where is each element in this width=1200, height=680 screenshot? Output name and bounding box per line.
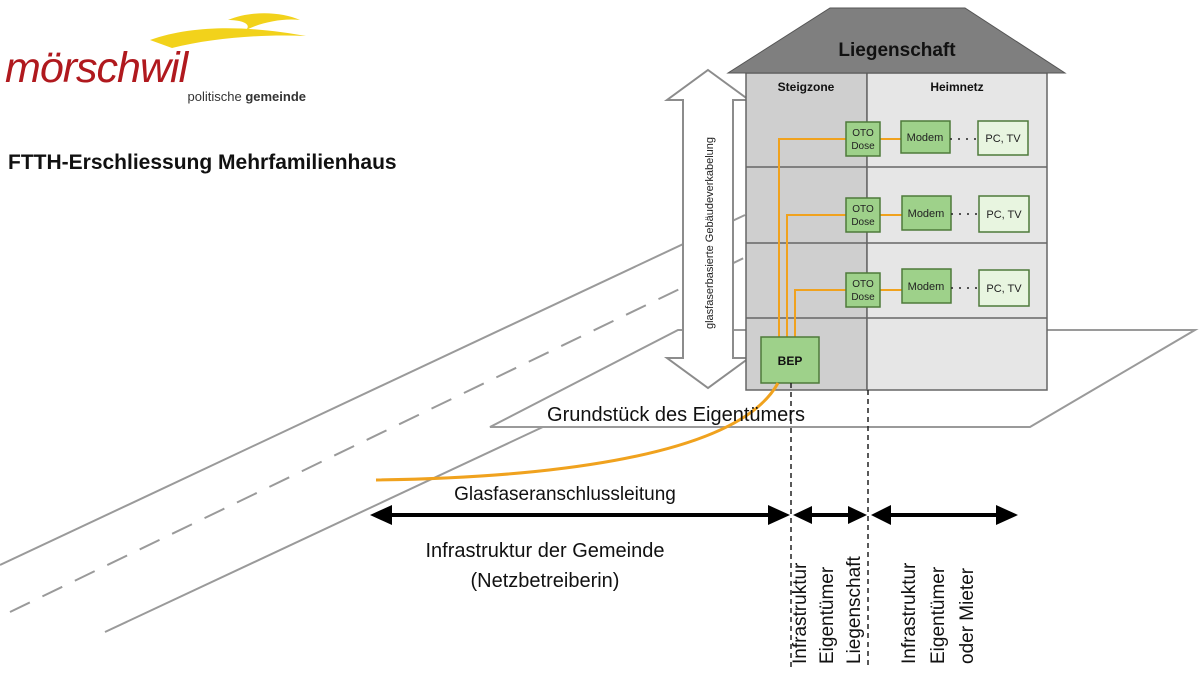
floor-3-equipment: OTO Dose Modem PC, TV [845, 268, 1030, 308]
oto-label: Dose [851, 292, 875, 303]
oto-socket [845, 121, 881, 157]
pc-tv-box [977, 120, 1029, 156]
floor-2-equipment: OTO Dose Modem PC, TV [845, 195, 1030, 233]
fiber-line [794, 289, 846, 337]
logo-swoosh [228, 13, 300, 30]
municipal-label-line2: (Netzbetreiberin) [471, 570, 620, 592]
riser-label: glasfaserbasierte Gebäudeverkabelung [704, 137, 716, 329]
connection-line-label: Glasfaseranschlussleitung [454, 484, 676, 505]
arrow-municipal [370, 505, 790, 525]
pc-tv-box [978, 195, 1030, 233]
device-label: PC, TV [986, 283, 1022, 295]
oto-socket [845, 197, 881, 233]
modem-box [901, 268, 952, 304]
zone-label-steigzone: Steigzone [778, 80, 835, 94]
roof-label: Liegenschaft [838, 40, 956, 61]
logo-tagline: politische gemeinde [188, 89, 307, 104]
tenant-label-line2: Eigentümer [928, 566, 949, 664]
fiber-line [778, 138, 846, 337]
bep-box [760, 336, 820, 384]
municipality-logo: mörschwil politische gemeinde [5, 13, 306, 104]
road-edge-upper [0, 214, 746, 566]
pc-tv-box [978, 269, 1030, 307]
fiber-line [786, 214, 846, 337]
floor-1-equipment: OTO Dose Modem PC, TV [845, 120, 1029, 157]
fiber-connection-line [375, 382, 780, 482]
oto-label: OTO [852, 279, 874, 290]
modem-label: Modem [908, 281, 945, 293]
oto-socket [845, 272, 881, 308]
modem-box [901, 195, 952, 231]
owner-label-line2: Eigentümer [817, 566, 838, 664]
oto-label: OTO [852, 128, 874, 139]
logo-swoosh [150, 28, 306, 48]
oto-label: Dose [851, 217, 875, 228]
device-label: PC, TV [986, 209, 1022, 221]
zone-label-heimnetz: Heimnetz [930, 80, 983, 94]
owner-label-line3: Liegenschaft [844, 556, 865, 664]
modem-label: Modem [907, 132, 944, 144]
oto-label: OTO [852, 204, 874, 215]
oto-label: Dose [851, 141, 875, 152]
roof [726, 7, 1067, 74]
responsibility-arrows [370, 505, 1018, 525]
fiber-risers [778, 138, 902, 337]
device-label: PC, TV [985, 133, 1021, 145]
arrow-owner [793, 506, 867, 524]
owner-label-line1: Infrastruktur [790, 562, 811, 664]
road-center-line [9, 254, 751, 613]
municipal-label-line1: Infrastruktur der Gemeinde [426, 540, 665, 562]
modem-label: Modem [908, 208, 945, 220]
riser-double-arrow [663, 68, 753, 390]
page-title: FTTH-Erschliessung Mehrfamilienhaus [8, 151, 397, 174]
tenant-label-line1: Infrastruktur [899, 562, 920, 664]
arrow-tenant [871, 505, 1018, 525]
property-label: Grundstück des Eigentümers [547, 404, 805, 426]
logo-wordmark: mörschwil [5, 44, 190, 92]
bep-label: BEP [778, 354, 803, 368]
modem-box [900, 120, 951, 154]
tenant-label-line3: oder Mieter [957, 567, 978, 664]
